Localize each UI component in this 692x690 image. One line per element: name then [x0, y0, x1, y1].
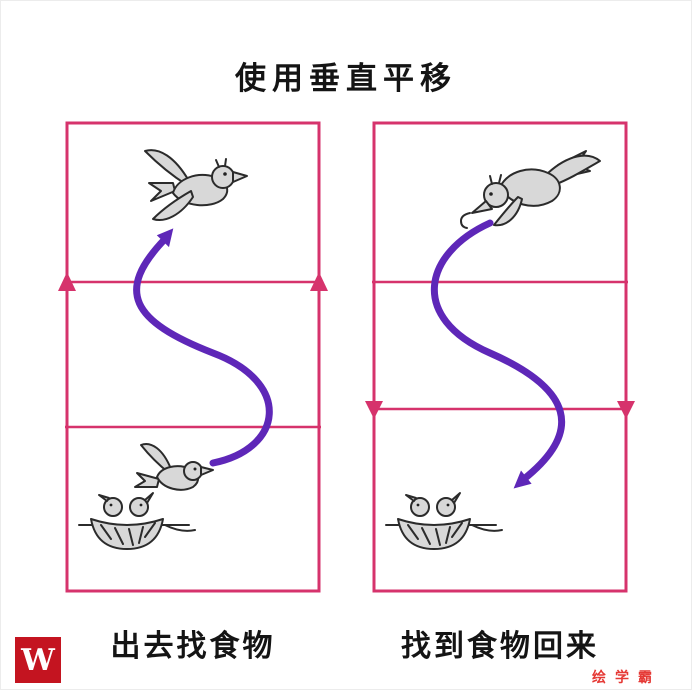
page-title: 使用垂直平移: [235, 61, 457, 96]
s-curve-up-arrow-icon: [133, 228, 273, 467]
nest-icon: [78, 492, 196, 550]
up-arrow-tick-right-icon: [310, 272, 328, 291]
returning-bird-icon: [459, 150, 601, 229]
caption-outbound: 出去找食物: [110, 630, 276, 663]
nest-icon: [385, 492, 503, 550]
return-drawing: [365, 121, 635, 593]
logo-badge: W: [15, 637, 61, 683]
logo-letter: W: [21, 642, 55, 678]
up-arrow-tick-left-icon: [58, 272, 76, 291]
outbound-drawing: [58, 121, 328, 593]
panel-outbound: [58, 121, 328, 593]
panel-frame: [58, 121, 328, 593]
caption-return: 找到食物回来: [401, 630, 599, 663]
flying-bird-icon: [144, 149, 248, 221]
down-arrow-tick-left-icon: [365, 401, 383, 419]
panel-return: [365, 121, 635, 593]
panel-frame: [365, 121, 635, 593]
down-arrow-tick-right-icon: [617, 401, 635, 419]
brand-text: 绘学霸: [592, 669, 661, 685]
leaving-bird-icon: [134, 443, 214, 491]
s-curve-down-arrow-icon: [431, 219, 566, 489]
